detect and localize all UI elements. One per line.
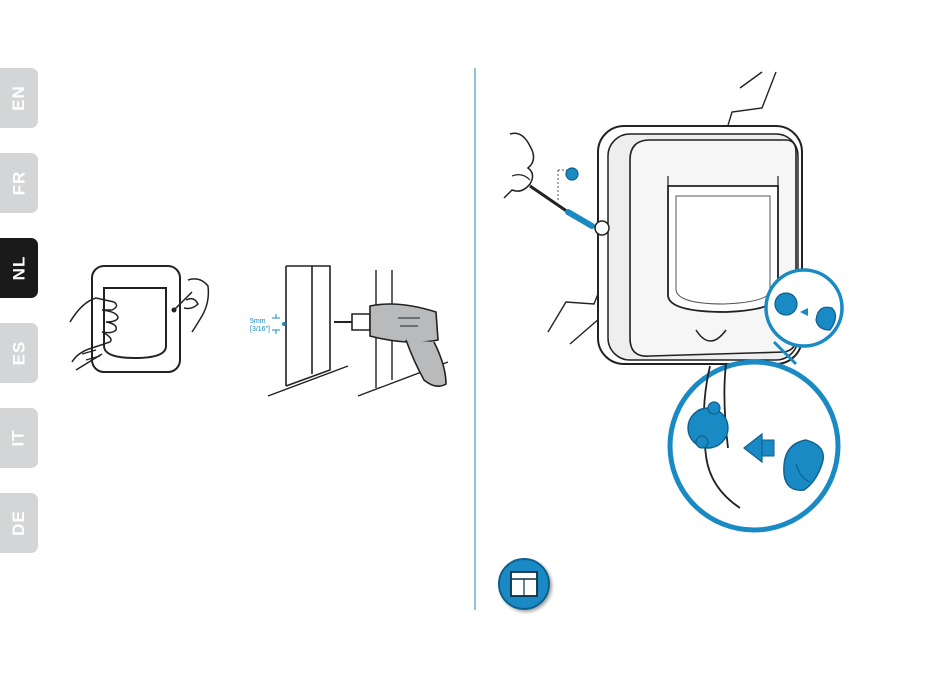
door-flap-badge xyxy=(498,558,550,610)
lang-tab-label: FR xyxy=(9,171,29,196)
measure-metric: 5mm xyxy=(250,318,270,326)
template-marking-illustration xyxy=(62,262,212,382)
lang-tab-it[interactable]: IT xyxy=(0,408,38,468)
column-divider xyxy=(474,68,476,610)
lang-tab-label: DE xyxy=(9,510,29,536)
lang-tab-label: EN xyxy=(9,85,29,111)
lang-tab-label: NL xyxy=(9,256,29,281)
lang-tab-de[interactable]: DE xyxy=(0,493,38,553)
catflap-installation-illustration xyxy=(500,68,880,538)
drill-illustration xyxy=(248,262,458,402)
drill-measure-label: 5mm [3/16"] xyxy=(250,318,270,334)
lang-tab-nl[interactable]: NL xyxy=(0,238,38,298)
lang-tab-label: IT xyxy=(9,429,29,446)
measure-imperial: [3/16"] xyxy=(250,326,270,334)
lang-tab-en[interactable]: EN xyxy=(0,68,38,128)
door-flap-icon xyxy=(509,570,539,598)
lang-tab-label: ES xyxy=(9,341,29,366)
lang-tab-es[interactable]: ES xyxy=(0,323,38,383)
lang-tab-fr[interactable]: FR xyxy=(0,153,38,213)
